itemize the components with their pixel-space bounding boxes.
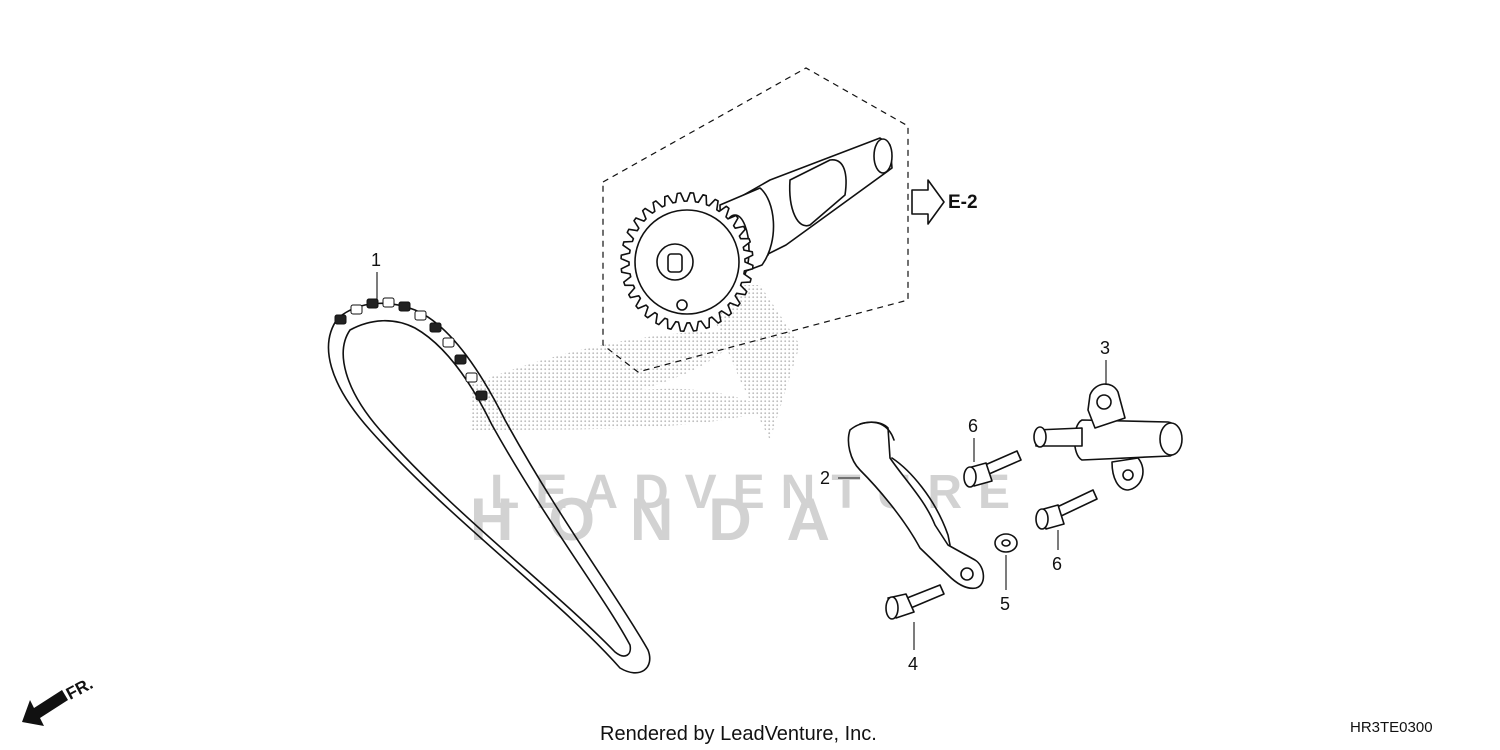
cam-sprocket [620, 192, 754, 333]
reference-arrow-icon [911, 179, 945, 225]
front-indicator: FR. [22, 674, 96, 726]
chain-link [414, 310, 427, 321]
camshaft-assembly-outline [602, 67, 909, 373]
tensioner-lifter [1033, 383, 1183, 491]
reference-label: E-2 [948, 192, 978, 213]
chain-link [350, 304, 363, 315]
chain-link [454, 354, 467, 365]
callout-1: 1 [371, 250, 381, 270]
cam-chain [327, 297, 651, 674]
chain-link [366, 298, 379, 309]
chain-link [442, 337, 455, 348]
callout-4: 4 [908, 654, 918, 674]
front-label: FR. [63, 674, 96, 704]
flange-bolt-6-upper [963, 450, 1022, 488]
tensioner-slider [847, 421, 985, 590]
assembly-reference: E-2 [911, 179, 978, 225]
flange-bolt-4 [885, 584, 945, 620]
callout-5: 5 [1000, 594, 1010, 614]
footer-text: Rendered by LeadVenture, Inc. [600, 723, 877, 745]
front-arrow-icon [22, 690, 68, 726]
chain-link [465, 372, 478, 383]
chain-link [382, 297, 395, 308]
callout-6-upper: 6 [968, 416, 978, 436]
callout-3: 3 [1100, 338, 1110, 358]
chain-link [429, 322, 442, 333]
diagram-code: HR3TE0300 [1350, 719, 1433, 736]
chain-link [475, 390, 488, 401]
leader-lines [376, 272, 1107, 650]
callout-6-lower: 6 [1052, 554, 1062, 574]
flange-bolt-6-lower [1035, 489, 1098, 530]
washer [994, 533, 1018, 553]
chain-link [398, 301, 411, 312]
chain-link [334, 314, 347, 325]
callout-2: 2 [820, 468, 830, 488]
